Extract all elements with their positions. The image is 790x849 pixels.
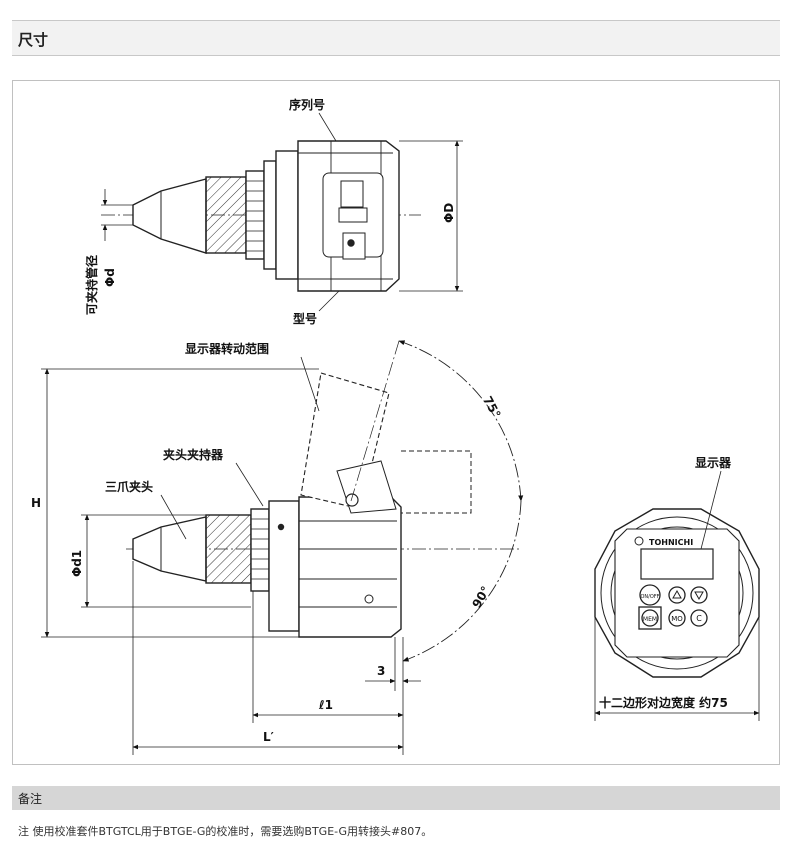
notes-section-header: 备注 <box>12 786 780 810</box>
label-three-jaw-chuck: 三爪夹头 <box>105 479 153 494</box>
arc-75 <box>398 340 524 502</box>
side-chuck-cone <box>132 516 207 582</box>
technical-drawing-svg: 序列号 型号 ΦD 可夹持管径 Φd <box>31 97 760 755</box>
brand-logo: TOHNICHI <box>649 538 693 547</box>
label-angle-75: 75° <box>480 394 503 421</box>
front-btn-c <box>690 609 708 627</box>
front-btn-mem <box>641 609 659 627</box>
label-phi-d: Φd <box>103 268 117 287</box>
btn-c-label: C <box>696 614 702 623</box>
label-H: H <box>31 496 41 510</box>
front-view <box>594 470 760 721</box>
top-knurl-ring <box>245 170 265 260</box>
note-text: 注 使用校准套件BTGTCL用于BTGE-G的校准时，需要选购BTGE-G用转接… <box>18 825 433 838</box>
label-holdable-diameter: 可夹持管径 <box>84 255 99 315</box>
label-l1: ℓ1 <box>318 698 333 712</box>
front-btn-on-off <box>639 584 661 606</box>
front-btn-down <box>690 586 708 604</box>
top-view <box>101 112 463 312</box>
dimension-drawing: 序列号 型号 ΦD 可夹持管径 Φd <box>12 80 780 765</box>
label-L-prime: L′ <box>263 730 274 744</box>
front-btn-up <box>668 586 686 604</box>
front-btn-mo <box>668 609 686 627</box>
label-dim-3: 3 <box>377 664 385 678</box>
label-chuck-holder: 夹头夹持器 <box>163 447 224 462</box>
label-display: 显示器 <box>695 456 732 470</box>
arc-90 <box>402 500 522 662</box>
label-serial-no: 序列号 <box>289 97 325 112</box>
label-angle-90: 90° <box>469 584 492 611</box>
side-body <box>298 496 402 638</box>
btn-mem-label: MEM <box>643 616 657 623</box>
btn-mo-label: MO <box>671 615 683 623</box>
label-dodecagon-width: 十二边形对边宽度 约75 <box>599 695 728 710</box>
label-display-rotation-range: 显示器转动范围 <box>185 341 269 356</box>
side-chuck-collar <box>205 514 252 584</box>
side-view <box>41 340 524 755</box>
btn-on-off-label: ON/OFF <box>640 594 659 600</box>
notes-title: 备注 <box>18 792 43 806</box>
section-title: 尺寸 <box>18 31 49 49</box>
label-phi-D: ΦD <box>442 203 456 223</box>
label-phi-d1: Φd1 <box>70 550 84 577</box>
top-chuck-cone <box>132 178 207 254</box>
display-screen <box>640 548 714 580</box>
label-model: 型号 <box>293 311 317 326</box>
dimensions-section-header: 尺寸 <box>12 20 780 56</box>
top-chuck-collar <box>205 176 247 254</box>
side-flange <box>268 500 300 632</box>
